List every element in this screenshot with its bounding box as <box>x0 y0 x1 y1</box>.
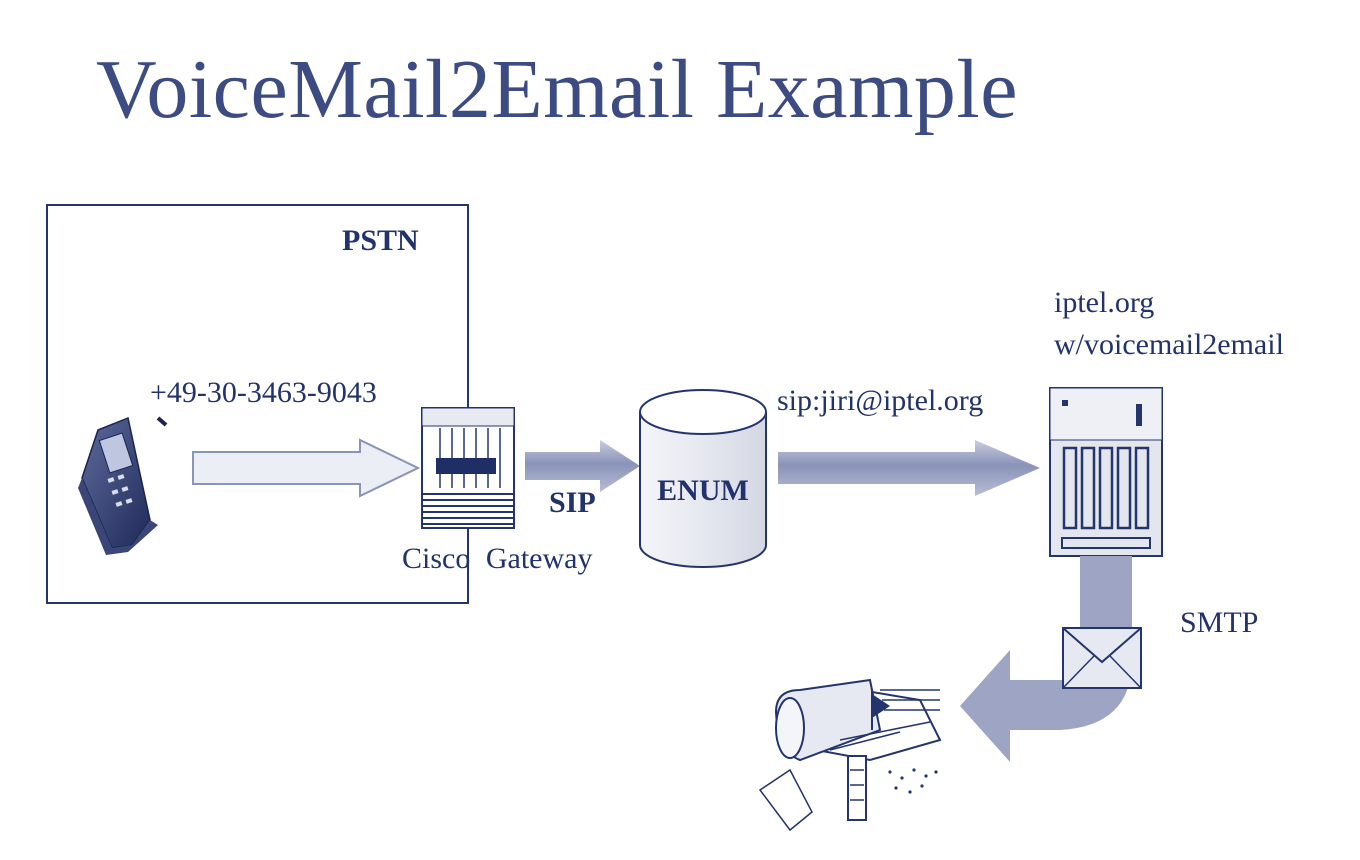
mobile-phone-icon <box>78 416 168 555</box>
envelope-icon <box>1062 627 1142 689</box>
cisco-gateway-icon <box>421 407 515 529</box>
arrow-phone-to-gateway <box>192 438 421 498</box>
gateway-label: Cisco Gateway <box>402 542 593 575</box>
pstn-box <box>46 204 469 604</box>
page-title: VoiceMail2Email Example <box>96 43 1019 136</box>
arrow-gateway-to-enum <box>525 440 640 492</box>
sip-label: SIP <box>549 486 596 519</box>
pstn-label: PSTN <box>342 224 419 257</box>
smtp-label: SMTP <box>1180 606 1259 639</box>
server-desc-label: w/voicemail2email <box>1054 328 1284 361</box>
enum-database-icon <box>639 389 767 568</box>
phone-number-label: +49-30-3463-9043 <box>150 376 377 409</box>
sip-uri-label: sip:jiri@iptel.org <box>777 384 984 417</box>
arrow-enum-to-server <box>778 440 1040 496</box>
arrow-server-to-mailbox <box>960 556 1132 762</box>
server-name-label: iptel.org <box>1054 286 1155 319</box>
enum-label: ENUM <box>657 474 749 507</box>
server-icon <box>1049 387 1163 557</box>
mailbox-icon <box>758 678 942 832</box>
